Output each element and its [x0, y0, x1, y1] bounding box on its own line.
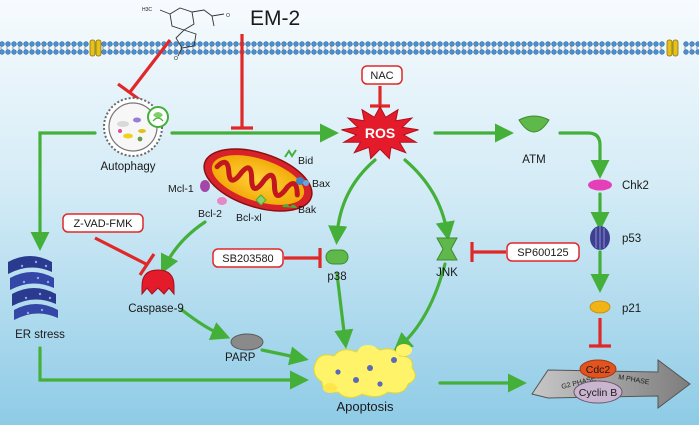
atm-protein: [518, 115, 550, 133]
sb203580-label: SB203580: [222, 253, 273, 265]
bid-label: Bid: [298, 155, 313, 167]
nac-label: NAC: [370, 70, 393, 82]
em2-structure-atom: O: [226, 13, 230, 19]
bcl2-label: Bcl-2: [198, 208, 222, 220]
arrow-ros-p38: [328, 158, 377, 245]
membrane-channel-left: [89, 39, 102, 57]
bclxl-label: Bcl-xl: [236, 212, 262, 224]
er-organelle: [8, 256, 58, 320]
parp-label: PARP: [225, 352, 256, 364]
er-stress-label: ER stress: [15, 329, 65, 341]
chk2-protein: [588, 179, 612, 191]
em2-label: EM-2: [250, 7, 300, 30]
autophagosome: [103, 97, 169, 157]
em2-structure: [159, 7, 225, 57]
atm-label: ATM: [522, 154, 545, 166]
bclxl-protein: [255, 194, 267, 206]
p38-label: p38: [327, 271, 346, 283]
bax-label: Bax: [312, 178, 331, 190]
inhibit-em2-autophagy: [128, 39, 172, 93]
arrow-p38-apoptosis: [334, 272, 354, 349]
p53-label: p53: [622, 233, 641, 245]
inhibit-zvad-casp9: [94, 236, 149, 267]
p53-protein: [590, 226, 610, 250]
ros-label: ROS: [365, 125, 395, 141]
mitochondrion: [203, 148, 313, 212]
cell-membrane: [0, 41, 699, 55]
p38-protein: [325, 249, 349, 265]
arrow-casp9-parp: [180, 308, 231, 340]
chk2-label: Chk2: [622, 180, 649, 192]
zvad-label: Z-VAD-FMK: [73, 218, 133, 230]
jnk-protein: [436, 237, 458, 261]
p21-label: p21: [622, 303, 641, 315]
caspase9-protein: [141, 269, 175, 296]
cdc2-label: Cdc2: [586, 364, 611, 376]
inhibition-lines: [94, 34, 611, 348]
activation-arrows: [30, 123, 610, 393]
bcl2-protein: [217, 197, 227, 205]
arrow-mito-casp9: [160, 220, 207, 275]
arrow-autophagy-er: [30, 131, 97, 251]
cdc2-protein: [579, 359, 617, 379]
bak-protein: [282, 204, 297, 208]
nac-box: [361, 65, 403, 85]
membrane-channel-right: [666, 39, 679, 57]
sb203580-box: [212, 248, 284, 268]
mcl1-label: Mcl-1: [168, 183, 194, 195]
bid-protein: [284, 149, 297, 158]
arrow-parp-apoptosis: [260, 346, 309, 366]
zvad-box: [62, 213, 144, 233]
autophagy-label: Autophagy: [101, 161, 156, 173]
sp600125-box: [506, 242, 580, 262]
em2-structure-atom: H3C: [142, 7, 152, 13]
arrow-er-apoptosis: [38, 346, 309, 390]
caspase9-label: Caspase-9: [128, 303, 184, 315]
cyclin-b-protein: [573, 380, 623, 404]
em2-structure-atom: O: [174, 56, 178, 62]
apoptosis-label: Apoptosis: [336, 399, 394, 414]
bax-protein: [296, 177, 309, 186]
mcl1-protein: [200, 180, 210, 192]
p21-protein: [589, 300, 611, 314]
arrow-ros-jnk: [403, 158, 455, 241]
ros-burst: [341, 105, 419, 160]
cyclin-b-label: Cyclin B: [579, 387, 618, 399]
sp600125-label: SP600125: [517, 247, 568, 259]
jnk-label: JNK: [436, 267, 458, 279]
parp-protein: [230, 333, 264, 351]
arrow-jnk-apoptosis: [393, 262, 447, 352]
arrow-atm-chk2: [558, 131, 610, 179]
apoptotic-cell: [313, 344, 416, 398]
bak-label: Bak: [298, 204, 317, 216]
